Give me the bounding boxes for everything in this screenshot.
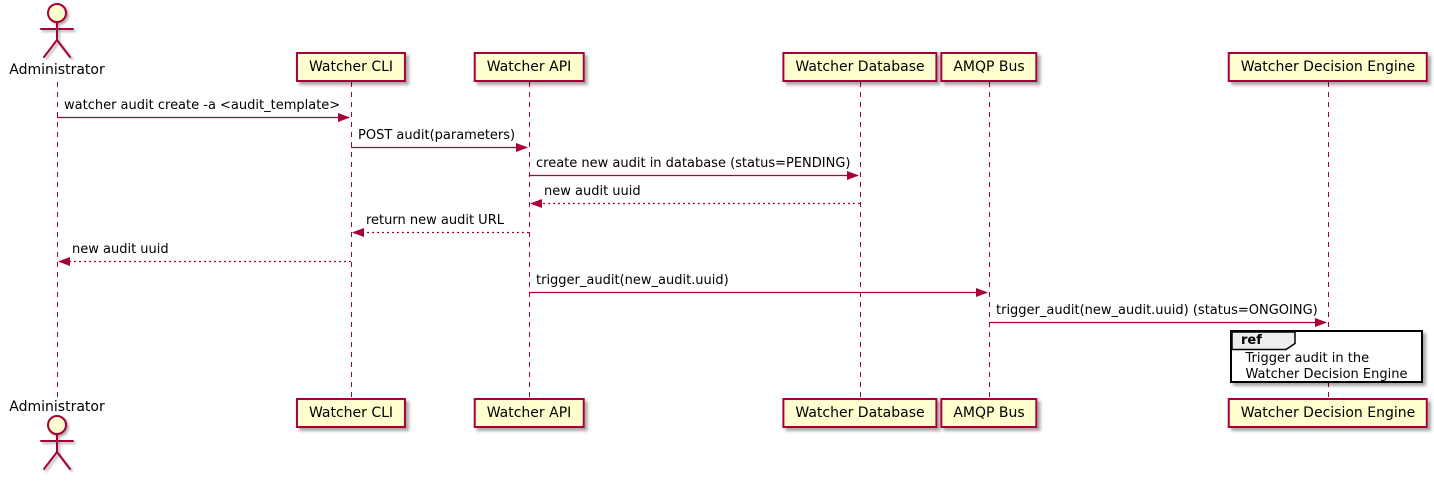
participant-box-top-db: Watcher Database: [782, 52, 938, 82]
actor-head: [47, 3, 67, 23]
participant-box-bottom-amqp: AMQP Bus: [940, 398, 1038, 428]
participant-box-bottom-api: Watcher API: [473, 398, 585, 428]
message-arrowhead-icon: [847, 171, 859, 180]
participant-box-bottom-wde: Watcher Decision Engine: [1227, 398, 1429, 428]
actor-head: [47, 415, 67, 435]
actor-body: [40, 21, 74, 58]
actor-body: [40, 433, 74, 470]
actor-label-bottom: Administrator: [9, 399, 105, 415]
participant-box-top-wde: Watcher Decision Engine: [1227, 52, 1429, 82]
message-label: watcher audit create -a <audit_template>: [64, 98, 341, 113]
message-arrowhead-icon: [516, 143, 528, 152]
participant-box-bottom-db: Watcher Database: [782, 398, 938, 428]
message-arrowhead-icon: [338, 113, 350, 122]
ref-pentagon-icon: [1232, 332, 1296, 351]
participant-box-top-api: Watcher API: [473, 52, 585, 82]
ref-text-line: Watcher Decision Engine: [1245, 367, 1408, 382]
message-label: trigger_audit(new_audit.uuid) (status=ON…: [996, 303, 1318, 318]
participant-box-top-amqp: AMQP Bus: [940, 52, 1038, 82]
ref-keyword: ref: [1241, 333, 1262, 348]
message-arrowhead-icon: [976, 288, 988, 297]
actor-label-top: Administrator: [9, 62, 105, 78]
message-label: trigger_audit(new_audit.uuid): [536, 273, 729, 288]
message-label: POST audit(parameters): [358, 128, 516, 143]
actor-figure-bottom-icon: [40, 415, 74, 470]
actor-figure-top-icon: [40, 3, 74, 58]
message-arrowhead-icon: [530, 199, 542, 208]
message-label: return new audit URL: [366, 213, 504, 228]
message-arrowhead-icon: [1315, 318, 1327, 327]
message-arrowhead-icon: [352, 228, 364, 237]
ref-text-line: Trigger audit in the: [1245, 351, 1370, 366]
message-label: new audit uuid: [72, 242, 169, 257]
message-arrowhead-icon: [58, 257, 70, 266]
ref-pentagon-shape: [1232, 332, 1296, 351]
message-label: create new audit in database (status=PEN…: [536, 156, 851, 171]
participant-box-bottom-cli: Watcher CLI: [295, 398, 407, 428]
participant-box-top-cli: Watcher CLI: [295, 52, 407, 82]
message-label: new audit uuid: [544, 184, 641, 199]
